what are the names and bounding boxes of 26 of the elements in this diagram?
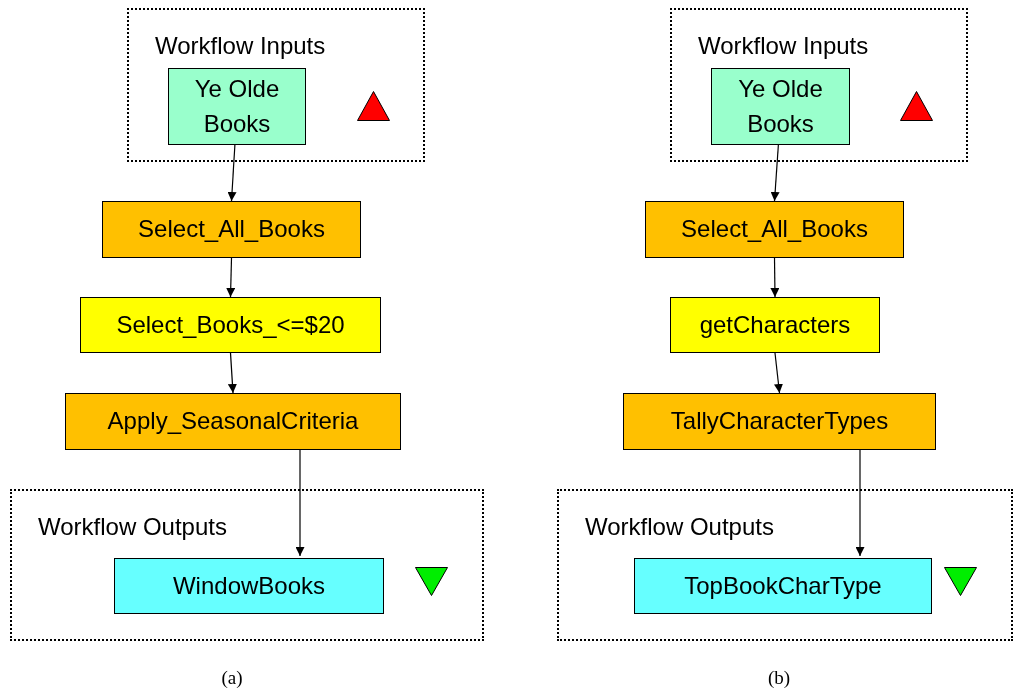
data-port-box: Ye Olde Books [711,68,850,145]
outputs-group [557,489,1013,641]
process-box: Apply_SeasonalCriteria [65,393,401,450]
arrow [774,352,783,394]
arrow [226,257,236,298]
panel-caption: (b) [767,667,791,689]
arrow [295,449,305,557]
arrow [770,257,780,298]
group-heading: Workflow Outputs [585,513,774,541]
data-port-box: TopBookCharType [634,558,932,614]
arrow [227,352,237,394]
data-port-box: Ye Olde Books [168,68,306,145]
process-box: Select_Books_<=$20 [80,297,381,353]
data-port-box: WindowBooks [114,558,384,614]
panel-caption: (a) [221,667,243,689]
process-box: Select_All_Books [102,201,361,258]
arrow [855,449,865,557]
group-heading: Workflow Inputs [155,32,326,60]
inputs-group [127,8,425,162]
inputs-group [670,8,968,162]
process-box: Select_All_Books [645,201,904,258]
process-box: TallyCharacterTypes [623,393,936,450]
group-heading: Workflow Outputs [38,513,227,541]
outputs-group [10,489,484,641]
process-box: getCharacters [670,297,880,353]
group-heading: Workflow Inputs [698,32,869,60]
